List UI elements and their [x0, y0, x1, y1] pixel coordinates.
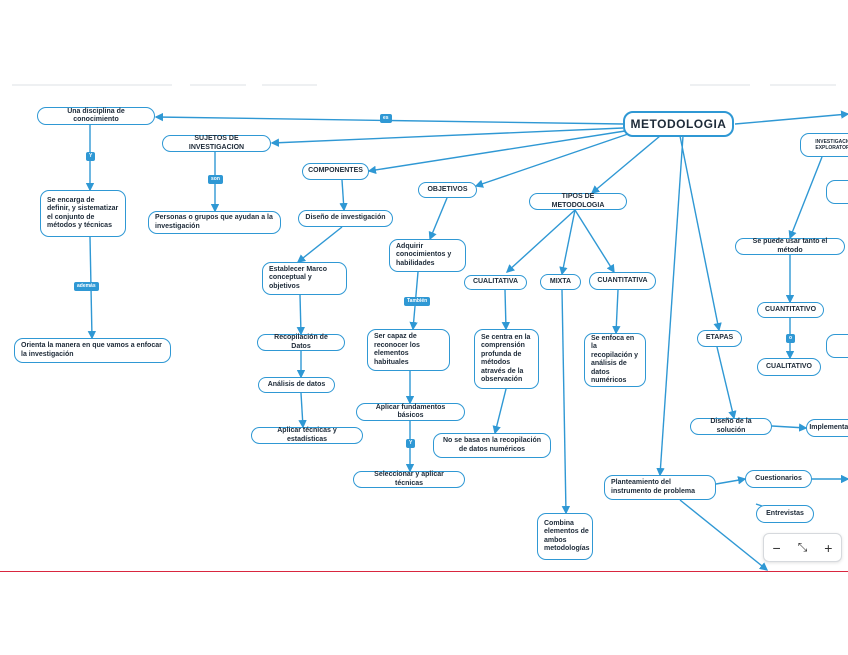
node-label: Recopilación de Datos — [274, 334, 328, 350]
central-node-metodologia[interactable]: METODOLOGIA — [623, 111, 734, 137]
node-planteamiento[interactable]: Planteamiento del instrumento de problem… — [604, 475, 716, 500]
node-label: Una disciplina de conocimiento — [67, 107, 125, 124]
node-label: Implementación — [809, 423, 848, 431]
node-puede-usar[interactable]: Se puede usar tanto el método — [735, 238, 845, 255]
node-cuestionarios[interactable]: Cuestionarios — [745, 470, 812, 488]
node-sujetos[interactable]: SUJETOS DE INVESTIGACION — [162, 135, 271, 152]
node-label: INVESTIGACION EXPLORATORIA — [815, 139, 848, 151]
toolbar-separator — [262, 84, 317, 86]
node-personas[interactable]: Personas o grupos que ayudan a la invest… — [148, 211, 281, 234]
node-combina[interactable]: Combina elementos de ambos metodologías — [537, 513, 593, 560]
node-label: Entrevistas — [766, 509, 804, 517]
connector-o: o — [786, 334, 796, 343]
node-cuantitativa[interactable]: CUANTITATIVA — [589, 272, 656, 290]
node-diseno-solucion[interactable]: Diseño de la solución — [690, 418, 772, 435]
node-label: Establecer Marco conceptual y objetivos — [269, 265, 327, 290]
node-label: OBJETIVOS — [427, 185, 468, 193]
node-label: CUANTITATIVA — [597, 276, 648, 284]
node-tipos[interactable]: TIPOS DE METODOLOGIA — [529, 193, 627, 210]
node-label: Adquirir conocimientos y habilidades — [396, 242, 452, 267]
node-label: Aplicar técnicas y estadísticas — [277, 427, 337, 443]
node-label: CUALITATIVO — [765, 362, 812, 370]
node-cualitativa[interactable]: CUALITATIVA — [464, 275, 527, 290]
connector-y-2: Y — [406, 439, 416, 448]
mind-map-canvas[interactable]: METODOLOGIA Una disciplina de conocimien… — [0, 0, 848, 572]
node-label: Orienta la manera en que vamos a enfocar… — [21, 342, 162, 358]
node-adquirir[interactable]: Adquirir conocimientos y habilidades — [389, 239, 466, 272]
connector-y: Y — [86, 152, 96, 161]
node-label: Se encarga de definir, y sistematizar el… — [47, 196, 119, 230]
node-diseno-investigacion[interactable]: Diseño de investigación — [298, 210, 393, 227]
toolbar-separator — [190, 84, 246, 86]
node-label: CUALITATIVA — [472, 278, 519, 286]
node-label: ETAPAS — [705, 334, 734, 342]
node-implementacion[interactable]: Implementación — [806, 419, 848, 437]
node-partial-right-2[interactable] — [826, 334, 848, 358]
node-label: METODOLOGIA — [630, 116, 727, 131]
zoom-controls: − ⤡ + — [763, 533, 842, 562]
node-no-basa[interactable]: No se basa en la recopilación de datos n… — [433, 433, 551, 458]
node-mixta[interactable]: MIXTA — [540, 274, 581, 290]
node-partial-right[interactable] — [826, 180, 848, 204]
connector-tambien: También — [404, 297, 431, 306]
node-analisis[interactable]: Análisis de datos — [258, 377, 335, 393]
node-marco-conceptual[interactable]: Establecer Marco conceptual y objetivos — [262, 262, 347, 295]
node-componentes[interactable]: COMPONENTES — [302, 163, 369, 180]
node-label: Seleccionar y aplicar técnicas — [374, 471, 444, 487]
fit-to-screen-icon[interactable]: ⤡ — [797, 540, 808, 554]
zoom-out-button[interactable]: − — [772, 539, 781, 556]
node-label: Se enfoca en la recopilación y análisis … — [591, 334, 639, 385]
node-label: No se basa en la recopilación de datos n… — [442, 437, 542, 453]
node-fundamentos[interactable]: Aplicar fundamentos básicos — [356, 403, 465, 421]
toolbar-separator — [770, 84, 836, 86]
node-objetivos[interactable]: OBJETIVOS — [418, 182, 477, 198]
node-entrevistas[interactable]: Entrevistas — [756, 505, 814, 523]
connector-es: es — [380, 114, 392, 123]
node-label: COMPONENTES — [308, 167, 363, 175]
node-enfoca[interactable]: Se enfoca en la recopilación y análisis … — [584, 333, 646, 387]
connector-ademas: además — [74, 282, 99, 291]
node-label: CUANTITATIVO — [764, 305, 817, 313]
node-label: Planteamiento del instrumento de problem… — [611, 479, 696, 495]
page-bottom-rule — [0, 571, 848, 572]
node-label: SUJETOS DE INVESTIGACION — [188, 135, 245, 151]
node-label: TIPOS DE METODOLOGIA — [551, 193, 605, 209]
node-cuantitativo[interactable]: CUANTITATIVO — [757, 302, 824, 318]
toolbar-separator — [690, 84, 750, 86]
node-centra[interactable]: Se centra en la comprensión profunda de … — [474, 329, 539, 389]
node-etapas[interactable]: ETAPAS — [697, 330, 742, 347]
node-cualitativo[interactable]: CUALITATIVO — [757, 358, 821, 376]
connection-lines — [85, 110, 848, 571]
node-label: Se centra en la comprensión profunda de … — [481, 333, 531, 384]
connector-son: son — [208, 175, 223, 184]
node-label: Combina elementos de ambos metodologías — [544, 519, 590, 553]
node-label: Personas o grupos que ayudan a la invest… — [155, 214, 273, 230]
node-aplicar-tecnicas[interactable]: Aplicar técnicas y estadísticas — [251, 427, 363, 444]
node-label: Cuestionarios — [755, 474, 802, 482]
node-encarga[interactable]: Se encarga de definir, y sistematizar el… — [40, 190, 126, 237]
node-label: Aplicar fundamentos básicos — [375, 403, 446, 420]
node-label: Diseño de la solución — [710, 418, 752, 434]
node-capaces[interactable]: Ser capaz de reconocer los elementos hab… — [367, 329, 450, 371]
node-orienta[interactable]: Orienta la manera en que vamos a enfocar… — [14, 338, 171, 363]
node-label: Ser capaz de reconocer los elementos hab… — [374, 333, 420, 366]
zoom-in-button[interactable]: + — [824, 539, 833, 556]
node-label: Se puede usar tanto el método — [752, 238, 828, 254]
node-investigacion-exploratoria[interactable]: INVESTIGACION EXPLORATORIA — [800, 133, 848, 157]
node-disciplina[interactable]: Una disciplina de conocimiento — [37, 107, 155, 125]
node-label: MIXTA — [549, 277, 572, 285]
node-label: Diseño de investigación — [305, 214, 386, 222]
toolbar-separator — [12, 84, 172, 86]
node-seleccionar[interactable]: Seleccionar y aplicar técnicas — [353, 471, 465, 488]
node-label: Análisis de datos — [267, 380, 326, 388]
node-recopilacion[interactable]: Recopilación de Datos — [257, 334, 345, 351]
